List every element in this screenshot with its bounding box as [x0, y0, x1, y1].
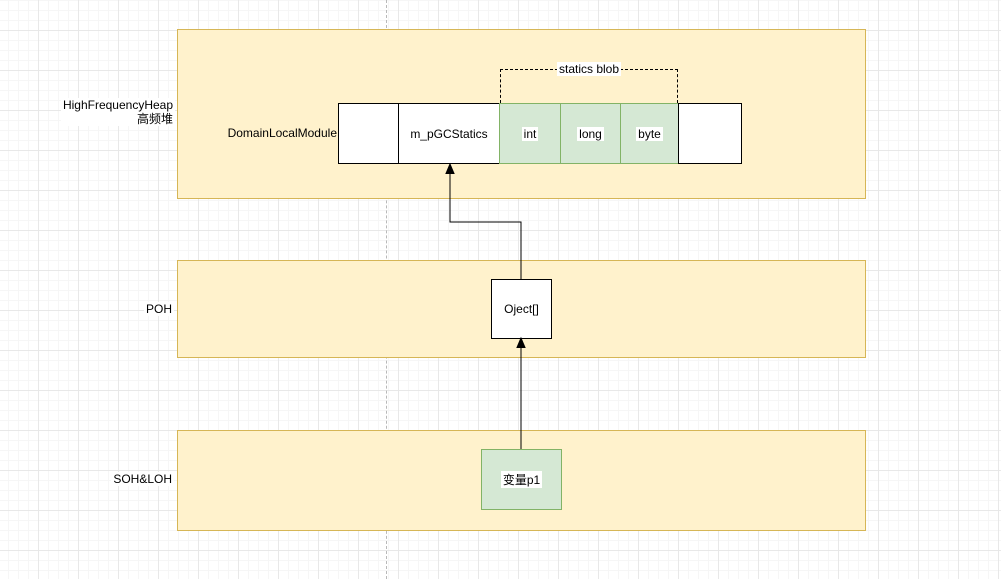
cell-empty-right[interactable]	[678, 103, 742, 164]
label-domain-local-module: DomainLocalModule	[227, 126, 337, 140]
cell-int[interactable]: int	[499, 103, 561, 164]
label-high-frequency-heap-en: HighFrequencyHeap	[62, 98, 173, 112]
variable-p1-label: 变量p1	[500, 471, 543, 488]
label-poh: POH	[143, 302, 174, 316]
statics-blob-bracket[interactable]: statics blob	[500, 62, 678, 103]
statics-blob-label: statics blob	[556, 62, 622, 76]
label-high-frequency-heap: HighFrequencyHeap 高频堆	[60, 98, 175, 126]
variable-p1-box[interactable]: 变量p1	[481, 449, 562, 510]
label-high-frequency-heap-zh: 高频堆	[136, 112, 173, 126]
cell-byte[interactable]: byte	[620, 103, 679, 164]
cell-long[interactable]: long	[560, 103, 621, 164]
cell-byte-label: byte	[636, 126, 663, 141]
cell-int-label: int	[521, 126, 539, 141]
cell-long-label: long	[577, 126, 604, 141]
object-array-label: Oject[]	[504, 302, 539, 316]
cell-empty-left[interactable]	[338, 103, 399, 164]
cell-m-pgcstatics[interactable]: m_pGCStatics	[398, 103, 500, 164]
object-array-box[interactable]: Oject[]	[491, 279, 552, 339]
cell-m-pgcstatics-label: m_pGCStatics	[410, 126, 488, 141]
label-soh-loh: SOH&LOH	[111, 472, 174, 486]
